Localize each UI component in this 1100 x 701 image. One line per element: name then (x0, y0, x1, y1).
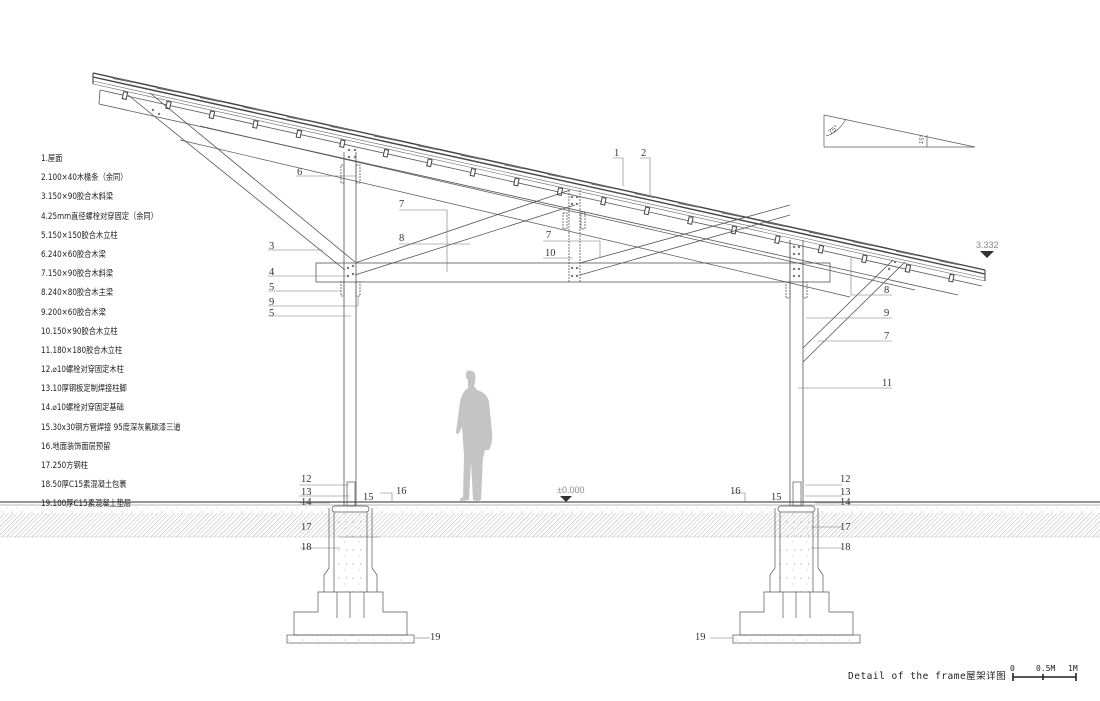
legend-item: 19.100厚C15素混凝土垫层 (41, 499, 132, 510)
legend: 1.屋面 2.100×40木椽条（余同） 3.150×90胶合木斜梁 4.25mm直径… (41, 150, 205, 515)
callout-15-left: 15 (363, 492, 374, 503)
callout-6: 6 (297, 167, 302, 178)
callout-14-left: 14 (301, 497, 312, 508)
legend-item: 18.50厚C15素混凝土包裹 (41, 480, 127, 491)
callout-9b: 9 (884, 308, 889, 319)
legend-item: 6.240×60胶合木梁 (41, 249, 106, 260)
callout-17-right: 17 (840, 522, 851, 533)
callout-8: 8 (399, 233, 404, 244)
legend-item: 12.⌀10螺栓对穿固定木柱 (41, 365, 124, 376)
legend-item: 7.150×90胶合木斜梁 (41, 269, 114, 280)
legend-item: 14.⌀10螺栓对穿固定基础 (41, 403, 124, 414)
main-beam (315, 262, 831, 283)
callout-17-left: 17 (301, 522, 312, 533)
svg-text:3.332: 3.332 (976, 240, 999, 250)
svg-text:75°: 75° (827, 123, 840, 136)
legend-item: 9.200×60胶合木梁 (41, 307, 106, 318)
callout-numbers: 1 2 6 7 8 3 4 5 9 5 7 10 8 9 7 11 12 13 … (269, 148, 892, 643)
slope-diagram: 75° 15° (823, 114, 976, 148)
scale-label-half: 0.5M (1036, 664, 1056, 673)
legend-item: 1.屋面 (41, 154, 63, 164)
legend-item: 5.150×150胶合木立柱 (41, 230, 118, 241)
scale-label-0: 0 (1010, 664, 1015, 673)
callout-12-left: 12 (301, 474, 312, 485)
foundation-right (732, 481, 861, 644)
callout-10: 10 (545, 248, 556, 259)
callout-19-left: 19 (430, 632, 441, 643)
bolt-dots (151, 108, 897, 278)
foundation-left (286, 481, 415, 644)
legend-item: 16.地面装饰面层预留 (41, 441, 111, 452)
legend-item: 3.150×90胶合木斜梁 (41, 192, 114, 203)
human-scale-figure (456, 370, 493, 501)
purlin-blocks (112, 77, 960, 283)
svg-text:15°: 15° (919, 134, 927, 145)
callout-16-right: 16 (730, 486, 741, 497)
callout-2: 2 (641, 148, 646, 159)
scale-bar (1012, 673, 1077, 681)
callout-7b: 7 (546, 230, 551, 241)
braces (127, 92, 906, 363)
callout-19-right: 19 (695, 632, 706, 643)
callout-1: 1 (614, 148, 619, 159)
callout-5b: 5 (269, 308, 274, 319)
callout-5: 5 (269, 282, 274, 293)
legend-item: 8.240×80胶合木主梁 (41, 288, 114, 299)
ground-layer (0, 501, 1100, 538)
svg-text:±0.000: ±0.000 (557, 485, 584, 495)
legend-item: 17.250方钢柱 (41, 461, 88, 471)
elevation-eave-marker: 3.332 (976, 240, 999, 258)
callout-13-left: 13 (301, 487, 312, 498)
callout-14-right: 14 (840, 497, 851, 508)
legend-item: 2.100×40木椽条（余同） (41, 173, 128, 184)
legend-item: 15.30x30钢方管焊接 95度深灰氟碳漆三道 (41, 422, 181, 433)
callout-15-right: 15 (771, 492, 782, 503)
elevation-ground-marker: ±0.000 (557, 485, 584, 502)
callout-18-left: 18 (301, 542, 312, 553)
posts (340, 152, 808, 507)
callout-12-right: 12 (840, 474, 851, 485)
callout-3: 3 (269, 241, 274, 252)
callout-18-right: 18 (840, 542, 851, 553)
callout-9: 9 (269, 297, 274, 308)
callout-13-right: 13 (840, 487, 851, 498)
callout-16-left: 16 (396, 486, 407, 497)
callout-8b: 8 (884, 285, 889, 296)
legend-item: 11.180×180胶合木立柱 (41, 345, 123, 356)
callout-11: 11 (882, 378, 892, 389)
legend-item: 4.25mm直径螺栓对穿固定（余同） (41, 211, 158, 222)
legend-item: 10.150×90胶合木立柱 (41, 326, 118, 337)
roof-assembly (92, 72, 986, 298)
scale-label-1m: 1M (1068, 664, 1078, 673)
callout-7: 7 (399, 199, 404, 210)
leader-lines (268, 157, 892, 639)
callout-7c: 7 (884, 331, 889, 342)
legend-item: 13.10厚钢板定制焊接柱脚 (41, 384, 127, 395)
drawing-title: Detail of the frame屋架详图 (848, 671, 1007, 682)
callout-4: 4 (269, 267, 275, 278)
